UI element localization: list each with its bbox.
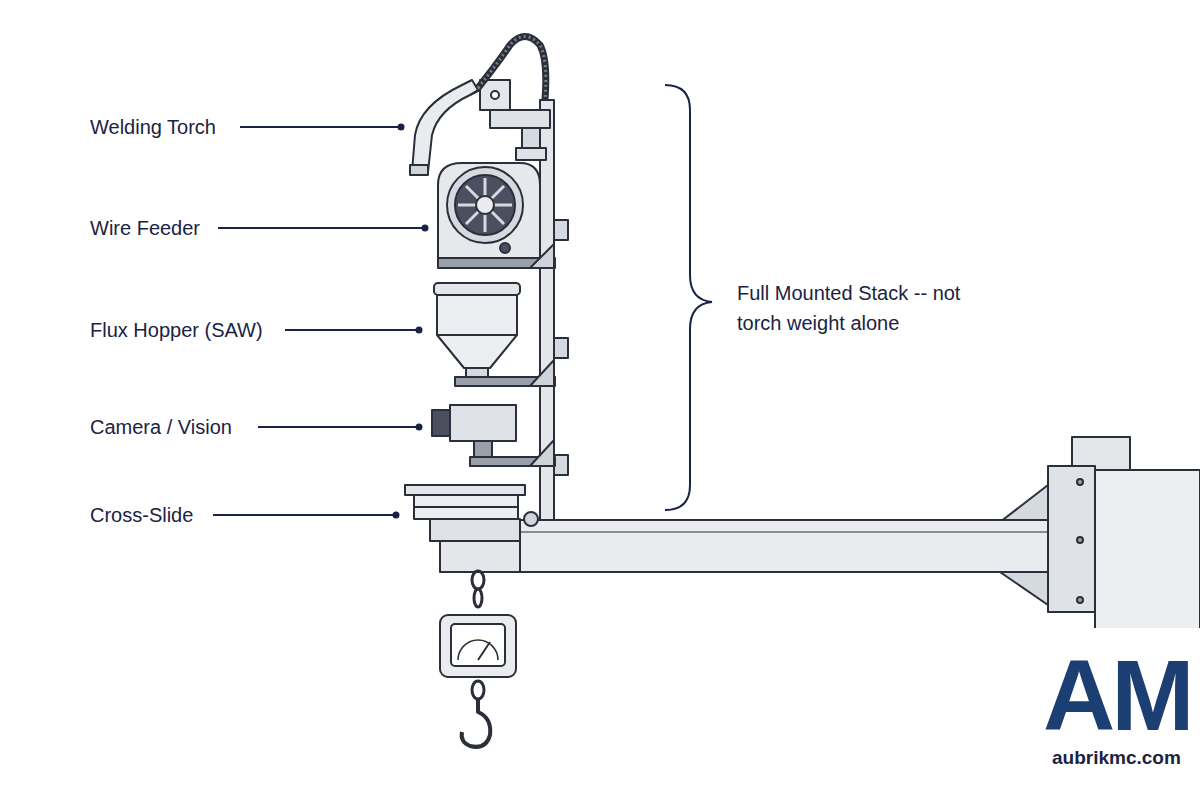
part-label: Wire Feeder: [90, 217, 200, 240]
logo-mark: AM: [1043, 638, 1191, 753]
part-label: Flux Hopper (SAW): [90, 319, 263, 342]
logo-url: aubrikmc.com: [1052, 747, 1181, 769]
part-label: Welding Torch: [90, 116, 216, 139]
part-label: Camera / Vision: [90, 416, 232, 439]
part-label: Cross-Slide: [90, 504, 193, 527]
stack-note: Full Mounted Stack -- not torch weight a…: [737, 278, 969, 338]
